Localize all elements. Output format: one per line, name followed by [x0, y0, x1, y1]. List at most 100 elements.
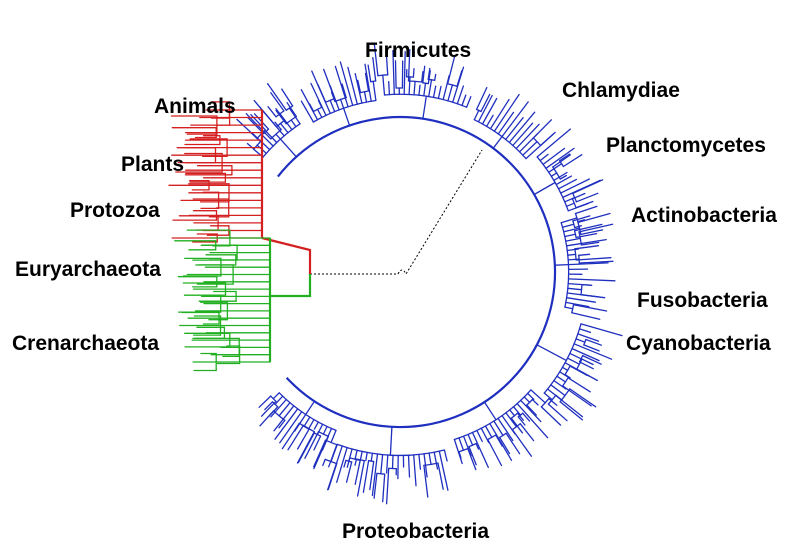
bacteria-node-arc	[564, 365, 571, 376]
bacteria-branch	[308, 418, 315, 430]
bacteria-branch	[512, 406, 522, 416]
bacteria-leaf	[373, 43, 379, 77]
bacteria-branch	[363, 91, 368, 103]
bacteria-leaf	[515, 123, 540, 150]
bacteria-leaf	[501, 414, 516, 435]
bacteria-leaf	[270, 398, 287, 418]
bacteria-leaf	[516, 412, 524, 421]
bacteria-leaf	[385, 50, 389, 76]
bacteria-leaf	[467, 447, 477, 471]
bacteria-leaf	[480, 93, 491, 113]
bacteria-leaf	[585, 338, 603, 346]
bacteria-leaf	[461, 94, 467, 107]
bacteria-leaf	[304, 431, 320, 459]
bacteria-leaf	[572, 179, 604, 195]
bacteria-leaf	[327, 462, 338, 491]
bacteria-stem	[279, 138, 297, 158]
bacteria-leaf	[517, 416, 526, 426]
bacteria-leaf	[278, 419, 286, 429]
label-plants: Plants	[121, 153, 184, 176]
root-link	[310, 149, 483, 276]
bacteria-leaf	[432, 85, 437, 99]
bacteria-leaf	[540, 406, 562, 426]
bacteria-branch	[275, 133, 282, 140]
bacteria-leaf	[552, 154, 572, 168]
bacteria-leaf	[465, 96, 472, 108]
bacteria-branch	[561, 366, 569, 371]
bacteria-stem	[536, 344, 567, 362]
bacteria-branch	[567, 287, 583, 291]
label-firmicutes: Firmicutes	[365, 39, 471, 62]
bacteria-branch	[348, 448, 353, 462]
bacteria-leaf	[581, 354, 602, 365]
bacteria-leaf	[580, 241, 600, 246]
eukaryote-stem	[261, 236, 312, 274]
bacteria-leaf	[542, 147, 566, 166]
bacteria-leaf	[322, 458, 326, 467]
bacteria-leaf	[545, 147, 575, 169]
bacteria-leaf	[567, 262, 609, 266]
bacteria-leaf	[452, 66, 465, 103]
bacteria-leaf	[583, 344, 600, 352]
bacteria-leaf	[526, 404, 537, 416]
bacteria-leaf	[308, 103, 315, 113]
bacteria-leaf	[525, 131, 556, 160]
bacteria-leaf	[557, 178, 578, 190]
bacteria-leaf	[437, 462, 444, 490]
bacteria-node-arc	[487, 434, 497, 441]
bacteria-leaf	[313, 435, 322, 451]
bacteria-branch	[316, 108, 323, 119]
bacteria-stem	[342, 107, 351, 127]
bacteria-branch	[303, 416, 311, 427]
bacteria-branch	[505, 412, 518, 428]
bacteria-leaf	[356, 459, 365, 497]
bacteria-stem	[492, 135, 503, 149]
bacteria-leaf	[468, 445, 477, 466]
bacteria-leaf	[573, 223, 603, 232]
bacteria-leaf	[520, 399, 542, 423]
bacteria-leaf	[364, 63, 372, 102]
bacteria-leaf	[559, 174, 568, 180]
bacteria-node-arc	[376, 472, 386, 475]
bacteria-stem	[533, 181, 556, 196]
bacteria-branch	[564, 233, 577, 238]
bacteria-node-arc	[574, 248, 577, 261]
bacteria-branch	[279, 113, 293, 131]
bacteria-leaf	[516, 402, 549, 439]
bacteria-leaf	[571, 347, 600, 362]
tree-branches	[168, 43, 623, 505]
bacteria-leaf	[548, 397, 558, 406]
bacteria-leaf	[329, 85, 340, 111]
label-chlamydiae: Chlamydiae	[562, 79, 680, 102]
bacteria-leaf	[345, 461, 353, 483]
bacteria-leaf	[565, 297, 597, 303]
bacteria-leaf	[511, 428, 533, 457]
bacteria-branch	[288, 107, 301, 125]
bacteria-leaf	[372, 56, 377, 82]
bacteria-branch	[575, 338, 586, 343]
bacteria-leaf	[546, 388, 584, 418]
bacteria-leaf	[364, 72, 370, 92]
bacteria-branch	[370, 452, 374, 462]
bacteria-leaf	[438, 450, 449, 491]
bacteria-leaf	[565, 238, 607, 247]
bacteria-leaf	[567, 278, 616, 282]
bacteria-branch	[473, 109, 480, 121]
bacteria-leaf	[505, 117, 524, 141]
bacteria-leaf	[505, 432, 521, 455]
bacteria-node-arc	[580, 283, 583, 296]
bacteria-branch	[561, 223, 575, 228]
bacteria-leaf	[567, 377, 591, 393]
label-animals: Animals	[154, 95, 236, 118]
bacteria-leaf	[559, 401, 583, 421]
bacteria-leaf	[471, 431, 489, 469]
bacteria-leaf	[519, 423, 535, 442]
bacteria-branch	[567, 258, 580, 261]
bacteria-branch	[322, 425, 328, 435]
label-cyanobacteria: Cyanobacteria	[626, 332, 771, 355]
bacteria-leaf	[433, 451, 439, 470]
bacteria-leaf	[578, 260, 614, 264]
bacteria-branch	[564, 306, 574, 310]
bacteria-leaf	[575, 257, 612, 261]
bacteria-leaf	[373, 472, 378, 499]
